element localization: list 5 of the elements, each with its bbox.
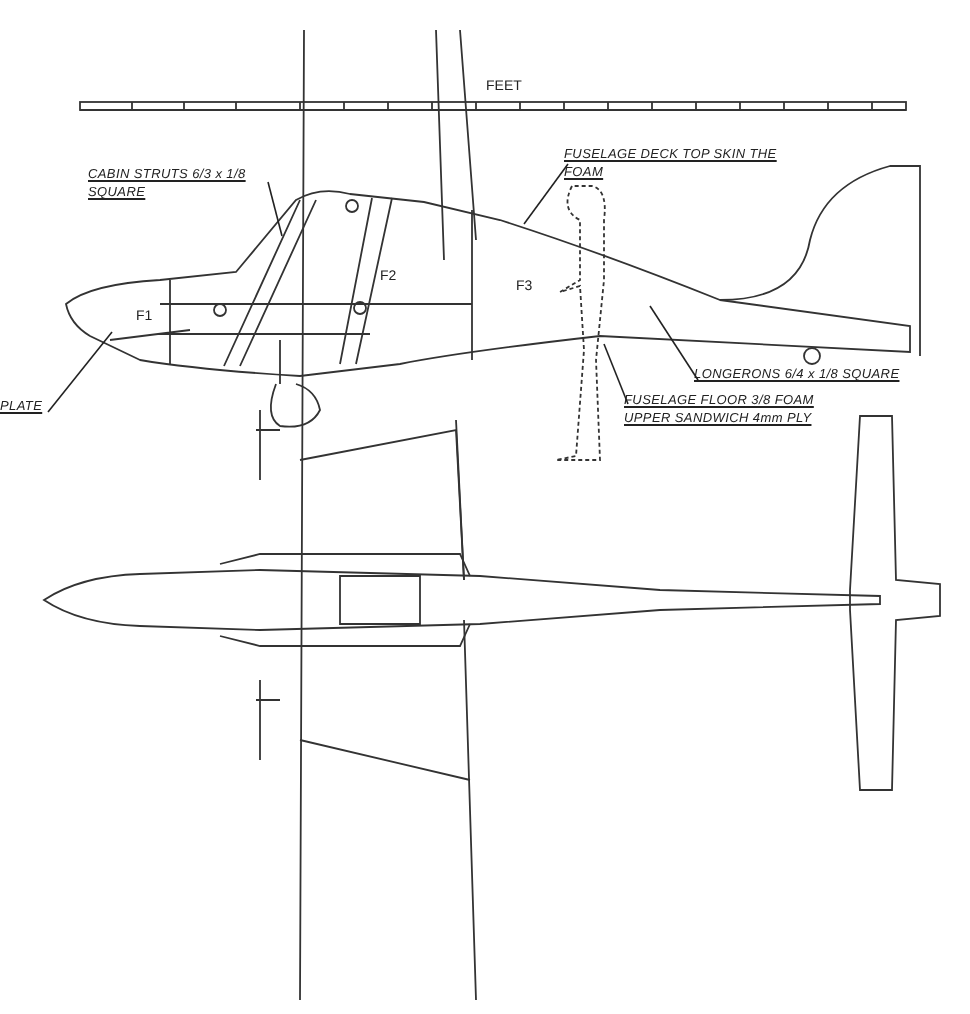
leader-line — [649, 305, 699, 381]
leader-line — [603, 343, 629, 405]
leader-line — [267, 181, 283, 237]
leader-line — [523, 163, 569, 225]
leader-line — [47, 331, 113, 413]
